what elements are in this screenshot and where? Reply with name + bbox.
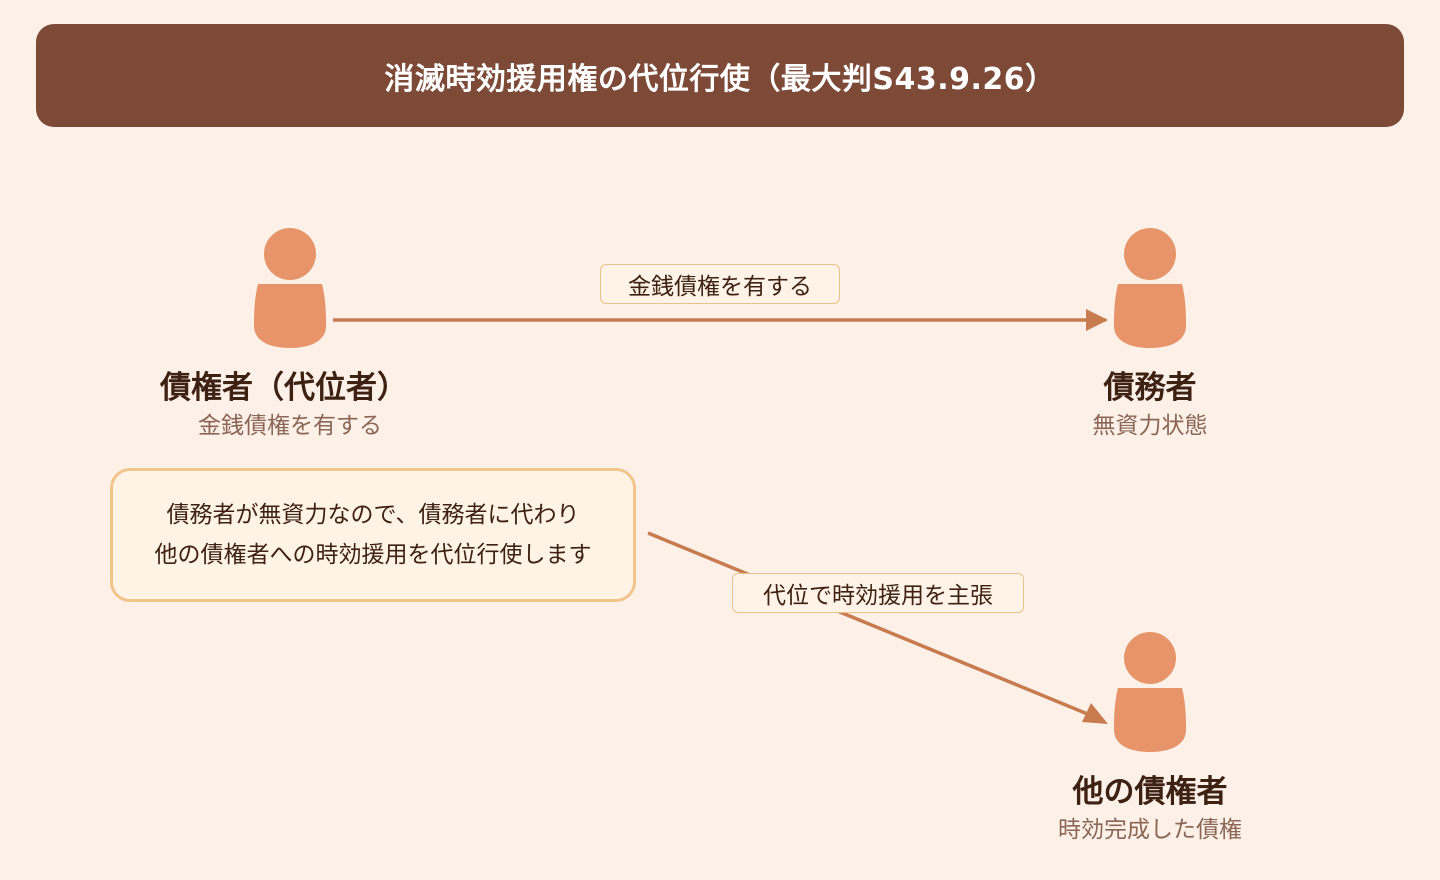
arrowhead-icon [1082,703,1108,724]
person-icon [1114,632,1186,752]
person-icon [254,228,326,348]
edge-label-subrogation: 代位で時効援用を主張 [732,573,1024,613]
note-line: 他の債権者への時効援用を代位行使します [154,542,592,568]
arrow-subrogation [647,531,1091,717]
debtor-name: 債務者 [1103,370,1197,406]
person-icon [1114,228,1186,348]
creditor-sub: 金銭債権を有する [198,413,382,439]
other-creditor-name: 他の債権者 [1072,774,1228,810]
title-banner: 消滅時効援用権の代位行使（最大判S43.9.26） [36,24,1404,127]
creditor-name: 債権者（代位者） [160,370,408,406]
other-creditor-sub: 時効完成した債権 [1058,817,1242,843]
arrowhead-icon [1086,309,1108,331]
edge-label-claim: 金銭債権を有する [600,264,840,304]
page-title: 消滅時効援用権の代位行使（最大判S43.9.26） [384,61,1056,97]
note-line: 債務者が無資力なので、債務者に代わり [166,502,580,528]
explanation-note: 債務者が無資力なので、債務者に代わり 他の債権者への時効援用を代位行使します [110,468,636,602]
debtor-sub: 無資力状態 [1092,413,1208,439]
